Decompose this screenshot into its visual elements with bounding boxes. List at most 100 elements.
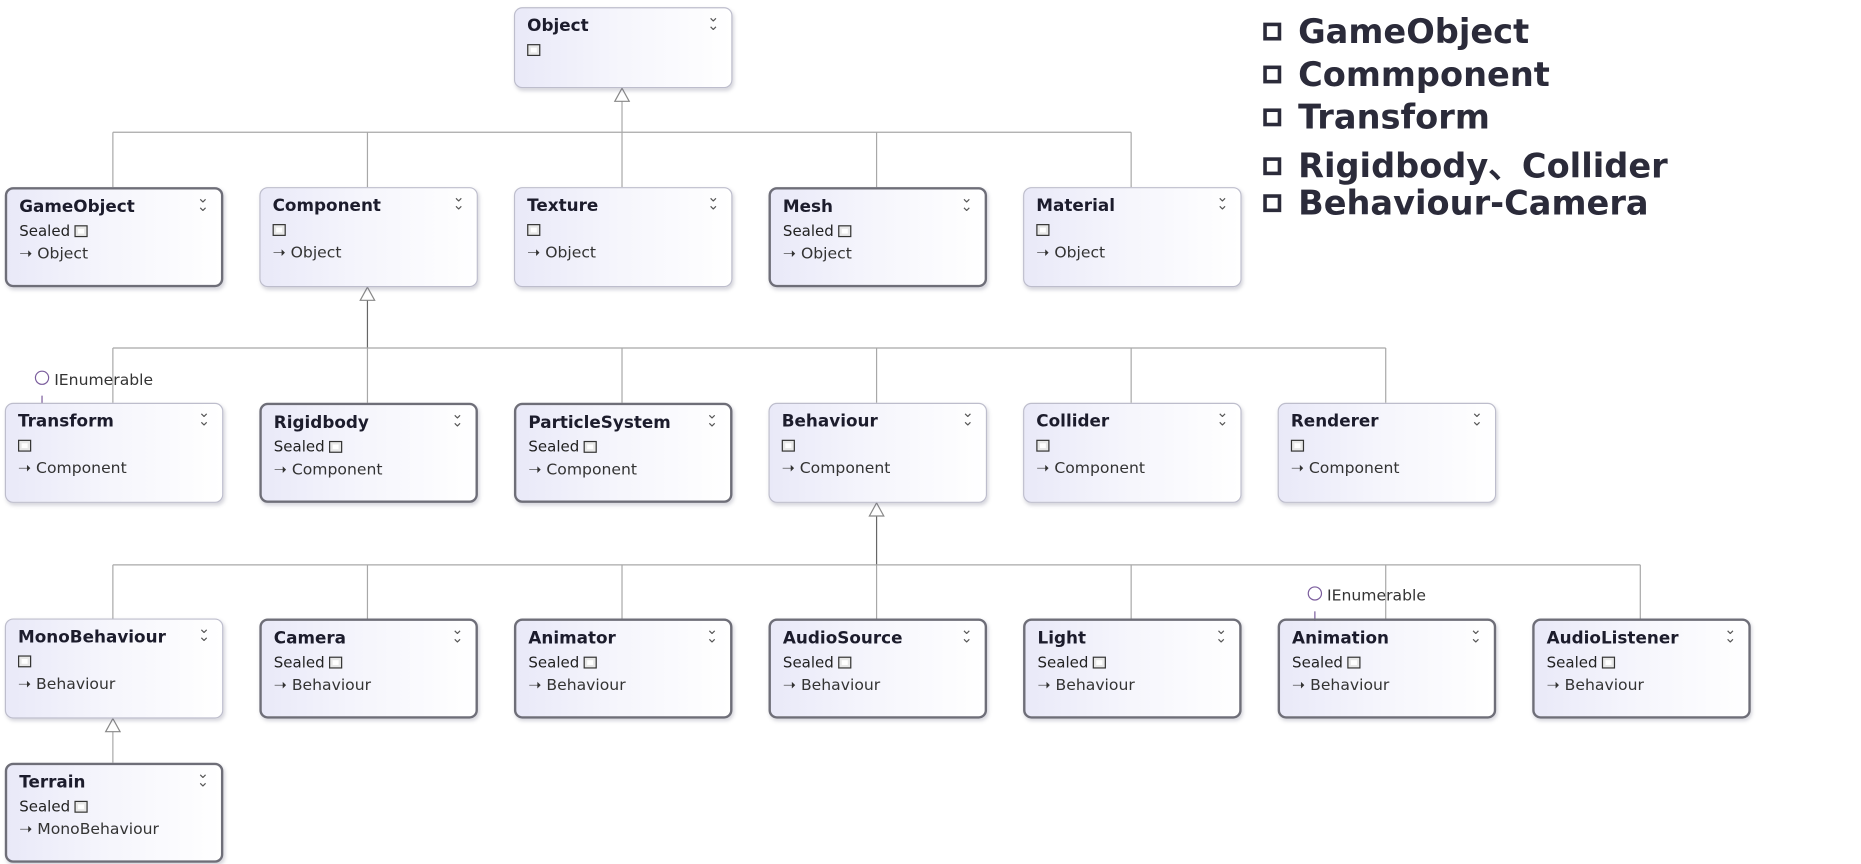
base-class-label: Component [1054,459,1145,478]
expand-chevron-icon[interactable]: ⌄⌄ [1724,620,1737,646]
class-icon [1290,439,1305,452]
base-class: ➝ Component [1290,459,1400,478]
class-icon [838,656,852,669]
expand-chevron-icon[interactable]: ⌄⌄ [451,620,464,646]
class-modifiers [1036,436,1050,454]
class-audiosource[interactable]: AudioSource Sealed ➝ Behaviour ⌄⌄ [768,618,988,719]
expand-chevron-icon[interactable]: ⌄⌄ [1215,620,1228,646]
expand-chevron-icon[interactable]: ⌄⌄ [705,405,719,431]
class-modifiers: Sealed [19,797,89,816]
interface-lollipop-icon [1307,586,1323,601]
expand-chevron-icon[interactable]: ⌄⌄ [1469,620,1482,646]
base-class-label: Object [545,244,597,263]
class-rigidbody[interactable]: Rigidbody Sealed ➝ Component ⌄⌄ [259,402,478,503]
class-animation[interactable]: Animation Sealed ➝ Behaviour ⌄⌄ [1277,618,1497,719]
interface-animation: IEnumerable [1307,586,1426,606]
expand-chevron-icon[interactable]: ⌄⌄ [707,188,720,214]
class-material[interactable]: Material ➝ Object ⌄⌄ [1023,187,1242,288]
base-class: ➝ Object [272,244,342,263]
expand-chevron-icon[interactable]: ⌄⌄ [196,765,209,791]
class-icon [329,656,343,669]
class-modifiers: Sealed [1037,653,1107,671]
class-name: Animator [528,629,616,649]
class-audiolistener[interactable]: AudioListener Sealed ➝ Behaviour ⌄⌄ [1532,618,1751,719]
base-class: ➝ Object [19,245,89,264]
class-icon [18,439,32,452]
base-class: ➝ MonoBehaviour [19,821,159,839]
topic-label: Transform [1298,97,1490,138]
modifier-label: Sealed [1546,653,1598,671]
class-icon [527,44,541,57]
expand-chevron-icon[interactable]: ⌄⌄ [1216,188,1229,214]
topic-label: Commponent [1298,54,1550,95]
class-animator[interactable]: Animator Sealed ➝ Behaviour ⌄⌄ [513,618,733,719]
class-object[interactable]: Object ⌄⌄ [513,7,733,89]
expand-chevron-icon[interactable]: ⌄⌄ [1216,403,1229,430]
class-icon [584,440,598,453]
modifier-label: Sealed [19,797,71,816]
class-modifiers [272,220,286,238]
topic-label: Rigidbody、Collider [1298,146,1668,186]
class-name: Transform [18,412,114,432]
base-class: ➝ Behaviour [273,676,372,695]
expand-chevron-icon[interactable]: ⌄⌄ [960,620,973,646]
class-name: Behaviour [781,412,878,432]
expand-chevron-icon[interactable]: ⌄⌄ [961,403,974,430]
base-class-label: Object [37,245,89,264]
class-name: Component [272,196,381,216]
class-mesh[interactable]: Mesh Sealed ➝ Object ⌄⌄ [768,187,988,288]
class-name: Renderer [1290,412,1379,432]
base-class: ➝ Component [273,461,383,480]
expand-chevron-icon[interactable]: ⌄⌄ [198,403,211,430]
class-gameobject[interactable]: GameObject Sealed ➝ Object ⌄⌄ [4,187,224,288]
modifier-label: Sealed [273,437,325,456]
class-component[interactable]: Component ➝ Object ⌄⌄ [259,187,478,288]
class-name: Terrain [19,773,86,793]
class-name: MonoBehaviour [18,628,166,648]
checkbox-icon [1263,108,1282,127]
checkbox-icon [1263,194,1282,213]
class-modifiers [527,220,541,238]
class-icon [1347,656,1361,669]
class-terrain[interactable]: Terrain Sealed ➝ MonoBehaviour ⌄⌄ [4,762,224,863]
class-modifiers: Sealed [528,437,598,456]
class-icon [74,800,89,813]
class-monobehaviour[interactable]: MonoBehaviour ➝ Behaviour ⌄⌄ [4,618,224,719]
class-particlesystem[interactable]: ParticleSystem Sealed ➝ Component ⌄⌄ [513,402,733,503]
base-class: ➝ Component [781,459,891,478]
class-light[interactable]: Light Sealed ➝ Behaviour ⌄⌄ [1023,618,1242,719]
modifier-label: Sealed [528,437,580,456]
base-class-label: Component [36,459,127,478]
class-name: Object [527,16,589,36]
expand-chevron-icon[interactable]: ⌄⌄ [707,8,720,34]
base-class-label: Component [799,459,891,478]
class-modifiers: Sealed [19,222,89,240]
class-collider[interactable]: Collider ➝ Component ⌄⌄ [1023,402,1242,503]
class-name: Material [1036,196,1115,216]
expand-chevron-icon[interactable]: ⌄⌄ [198,619,211,645]
class-camera[interactable]: Camera Sealed ➝ Behaviour ⌄⌄ [259,618,478,719]
class-texture[interactable]: Texture ➝ Object ⌄⌄ [513,187,733,288]
expand-chevron-icon[interactable]: ⌄⌄ [451,405,464,431]
base-class-label: Component [1308,459,1400,478]
topic-item: Rigidbody、Collider [1263,141,1668,186]
interface-label: IEnumerable [1327,587,1426,606]
class-modifiers [527,41,541,59]
class-name: GameObject [19,197,135,217]
class-icon [74,225,89,238]
class-modifiers [18,436,32,454]
expand-chevron-icon[interactable]: ⌄⌄ [452,188,465,214]
class-behaviour[interactable]: Behaviour ➝ Component ⌄⌄ [768,402,988,503]
checkbox-icon [1263,65,1282,84]
expand-chevron-icon[interactable]: ⌄⌄ [960,189,973,215]
class-renderer[interactable]: Renderer ➝ Component ⌄⌄ [1277,402,1497,503]
class-transform[interactable]: Transform ➝ Component ⌄⌄ [4,402,224,503]
class-modifiers: Sealed [274,437,343,455]
expand-chevron-icon[interactable]: ⌄⌄ [705,620,719,646]
base-class-label: Object [290,244,342,263]
class-modifiers [781,436,795,454]
expand-chevron-icon[interactable]: ⌄⌄ [1470,403,1483,430]
expand-chevron-icon[interactable]: ⌄⌄ [196,189,209,215]
base-class-label: Object [800,245,852,264]
